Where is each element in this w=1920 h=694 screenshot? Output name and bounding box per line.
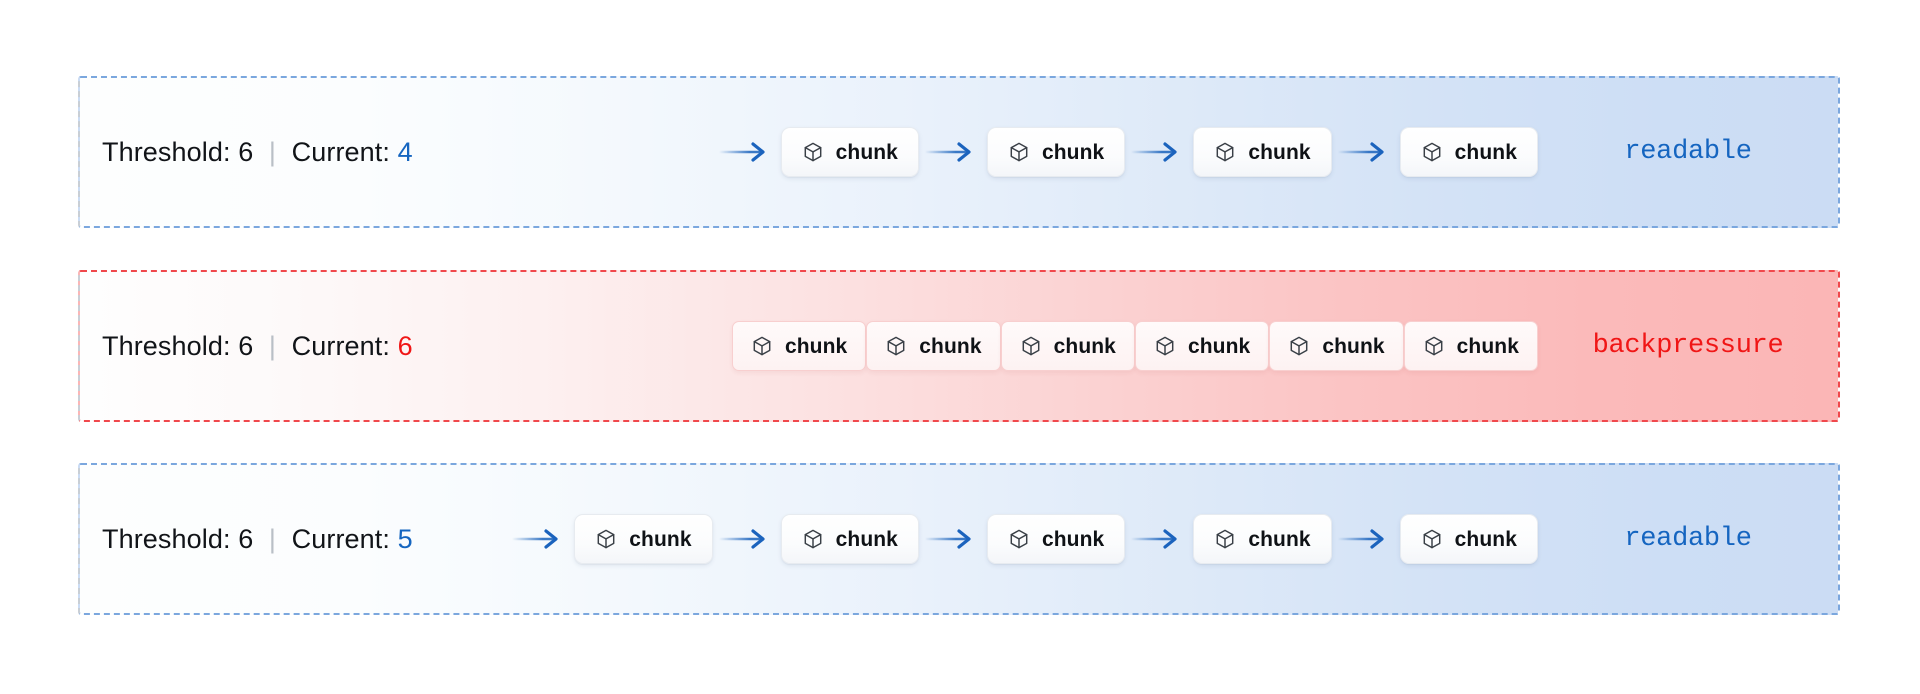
chunk-label: chunk	[784, 334, 848, 358]
chunk-flow-row-1: chunk chunk chunk chunk	[413, 127, 1538, 177]
flow-arrow-icon	[1131, 139, 1187, 165]
threshold-prefix-row-1: Threshold:	[102, 136, 231, 167]
threshold-value-row-1: 6	[238, 136, 254, 167]
chunk-box: chunk	[780, 127, 919, 177]
flow-arrow-icon	[924, 526, 981, 552]
threshold-prefix-row-2: Threshold:	[102, 330, 231, 361]
chunk-label: chunk	[1248, 140, 1311, 164]
cube-icon	[802, 528, 824, 550]
flow-arrow-icon	[718, 526, 775, 552]
chunk-box: chunk	[731, 321, 867, 371]
chunk-label: chunk	[1322, 334, 1385, 358]
lane-status-row-2: Threshold: 6 | Current: 6	[102, 331, 413, 362]
threshold-value-row-2: 6	[238, 330, 254, 361]
chunk-box: chunk	[986, 514, 1126, 564]
lane-state-row-3: readable	[1624, 524, 1752, 554]
chunk-label: chunk	[1187, 334, 1251, 358]
chunk-label: chunk	[1041, 140, 1105, 164]
flow-arrow-icon	[1131, 526, 1187, 552]
current-prefix-row-3: Current:	[291, 523, 390, 554]
cube-icon	[1154, 335, 1176, 357]
chunk-box: chunk	[1399, 127, 1538, 177]
chunk-box: chunk	[866, 321, 1001, 371]
status-separator-row-3: |	[268, 523, 277, 554]
threshold-prefix-row-3: Threshold:	[102, 523, 231, 554]
current-prefix-row-1: Current:	[291, 136, 390, 167]
flow-arrow-icon	[512, 526, 568, 552]
cube-icon	[1288, 335, 1310, 357]
chunk-label: chunk	[629, 527, 692, 551]
cube-icon	[1214, 141, 1236, 163]
cube-icon	[885, 335, 907, 357]
lane-state-row-1: readable	[1624, 137, 1752, 167]
lane-status-row-3: Threshold: 6 | Current: 5	[102, 524, 413, 555]
cube-icon	[1008, 141, 1030, 163]
chunk-box: chunk	[1269, 321, 1404, 371]
status-separator-row-1: |	[268, 136, 277, 167]
chunk-flow-row-2: chunk chunk chunk chunk chunk chunk	[413, 321, 1538, 371]
chunk-box: chunk	[1193, 514, 1332, 564]
chunk-box: chunk	[986, 127, 1126, 177]
current-value-row-3: 5	[397, 523, 413, 554]
flow-arrow-icon	[718, 139, 775, 165]
threshold-value-row-3: 6	[238, 523, 254, 554]
lane-status-row-1: Threshold: 6 | Current: 4	[102, 137, 413, 168]
cube-icon	[1020, 335, 1042, 357]
chunk-label: chunk	[835, 527, 898, 551]
chunk-label: chunk	[1456, 334, 1519, 358]
current-value-row-2: 6	[397, 330, 413, 361]
chunk-label: chunk	[1053, 334, 1116, 358]
chunk-label: chunk	[1041, 527, 1105, 551]
chunk-label: chunk	[919, 334, 982, 358]
lane-state-row-2: backpressure	[1592, 331, 1784, 361]
status-separator-row-2: |	[268, 330, 277, 361]
flow-arrow-icon	[1337, 139, 1394, 165]
cube-icon	[802, 141, 824, 163]
cube-icon	[1421, 528, 1443, 550]
chunk-box: chunk	[1000, 321, 1135, 371]
chunk-label: chunk	[1454, 140, 1517, 164]
cube-icon	[1214, 528, 1236, 550]
cube-icon	[1421, 141, 1443, 163]
chunk-label: chunk	[1248, 527, 1311, 551]
flow-arrow-icon	[924, 139, 981, 165]
chunk-box: chunk	[574, 514, 713, 564]
chunk-box: chunk	[780, 514, 919, 564]
flow-arrow-icon	[1337, 526, 1394, 552]
chunk-box: chunk	[1403, 321, 1538, 371]
chunk-label: chunk	[835, 140, 898, 164]
current-prefix-row-2: Current:	[291, 330, 390, 361]
cube-icon	[1008, 528, 1030, 550]
current-value-row-1: 4	[397, 136, 413, 167]
cube-icon	[751, 335, 773, 357]
chunk-box: chunk	[1193, 127, 1332, 177]
chunk-box: chunk	[1399, 514, 1538, 564]
chunk-label: chunk	[1454, 527, 1517, 551]
chunk-flow-row-3: chunk chunk chunk chunk chunk	[413, 514, 1538, 564]
cube-icon	[1423, 335, 1445, 357]
chunk-box: chunk	[1134, 321, 1270, 371]
cube-icon	[595, 528, 617, 550]
